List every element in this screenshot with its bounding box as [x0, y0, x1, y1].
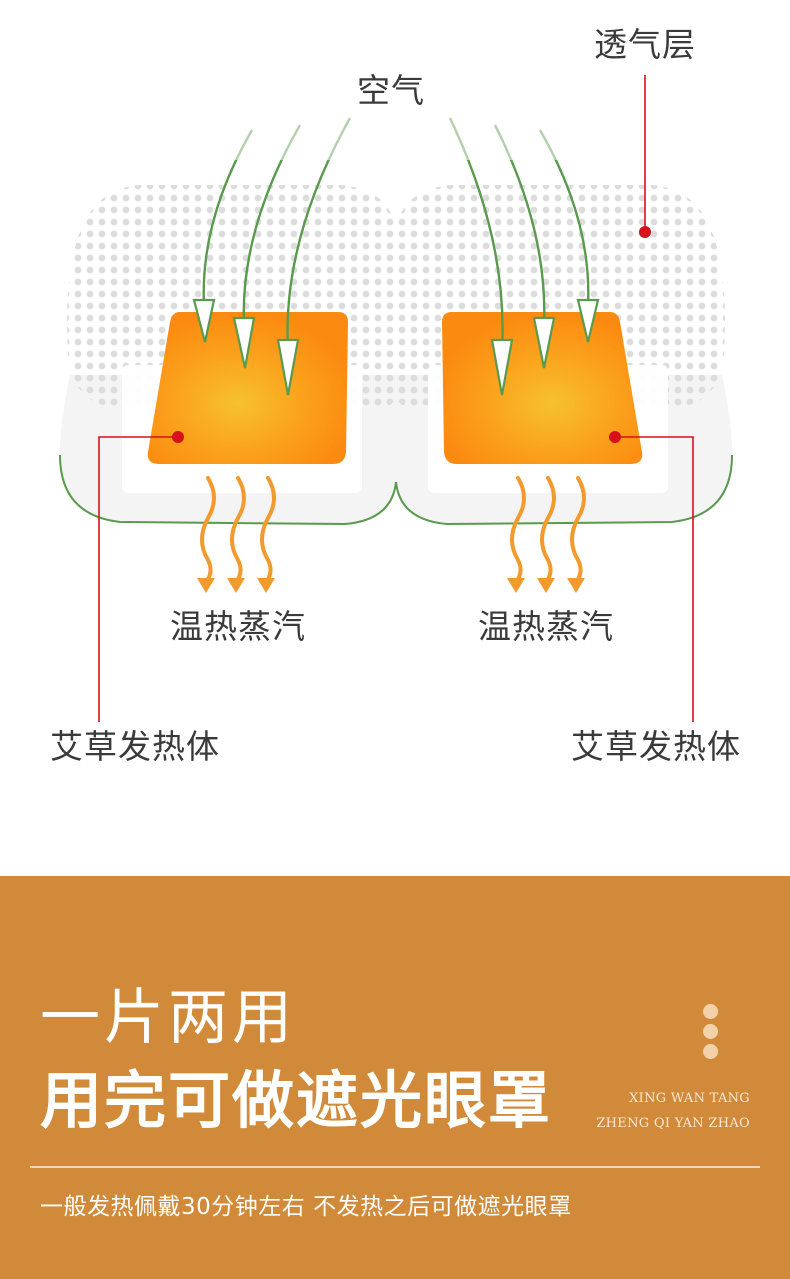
- divider: [30, 1166, 760, 1168]
- label-breathable-layer: 透气层: [594, 25, 696, 64]
- eye-mask-diagram: 空气 透气层 温热蒸汽 温热蒸汽 艾草发热体 艾草发热体: [50, 25, 741, 766]
- brand-text: XING WAN TANG ZHENG QI YAN ZHAO: [596, 1086, 750, 1136]
- heater-right: [442, 312, 643, 464]
- description: 一般发热佩戴30分钟左右 不发热之后可做遮光眼罩: [40, 1194, 572, 1220]
- pointer-line: [98, 75, 694, 722]
- diagram-graphic: [59, 75, 733, 722]
- promo-banner: 一片两用 用完可做遮光眼罩 XING WAN TANG ZHENG QI YAN…: [0, 876, 790, 1279]
- brand-line-1: XING WAN TANG: [629, 1091, 750, 1106]
- label-heater-left: 艾草发热体: [50, 727, 220, 766]
- label-heater-right: 艾草发热体: [571, 727, 741, 766]
- headline: 一片两用: [40, 983, 296, 1053]
- air-arrowhead-icon: [490, 298, 600, 396]
- label-steam-right: 温热蒸汽: [478, 607, 614, 646]
- pointer-dot-icon: [172, 226, 651, 443]
- brand-line-2: ZHENG QI YAN ZHAO: [596, 1116, 750, 1131]
- patch-outline: [59, 454, 733, 526]
- label-steam-left: 温热蒸汽: [170, 607, 306, 646]
- heater-left: [147, 312, 348, 464]
- air-arrowhead-icon: [192, 298, 300, 396]
- steam-arrowhead-icon: [197, 578, 585, 593]
- label-air: 空气: [357, 71, 425, 110]
- decorative-dots-icon: [703, 1004, 719, 1064]
- steam-arrow-icon: [200, 476, 586, 584]
- subheadline: 用完可做遮光眼罩: [40, 1064, 553, 1137]
